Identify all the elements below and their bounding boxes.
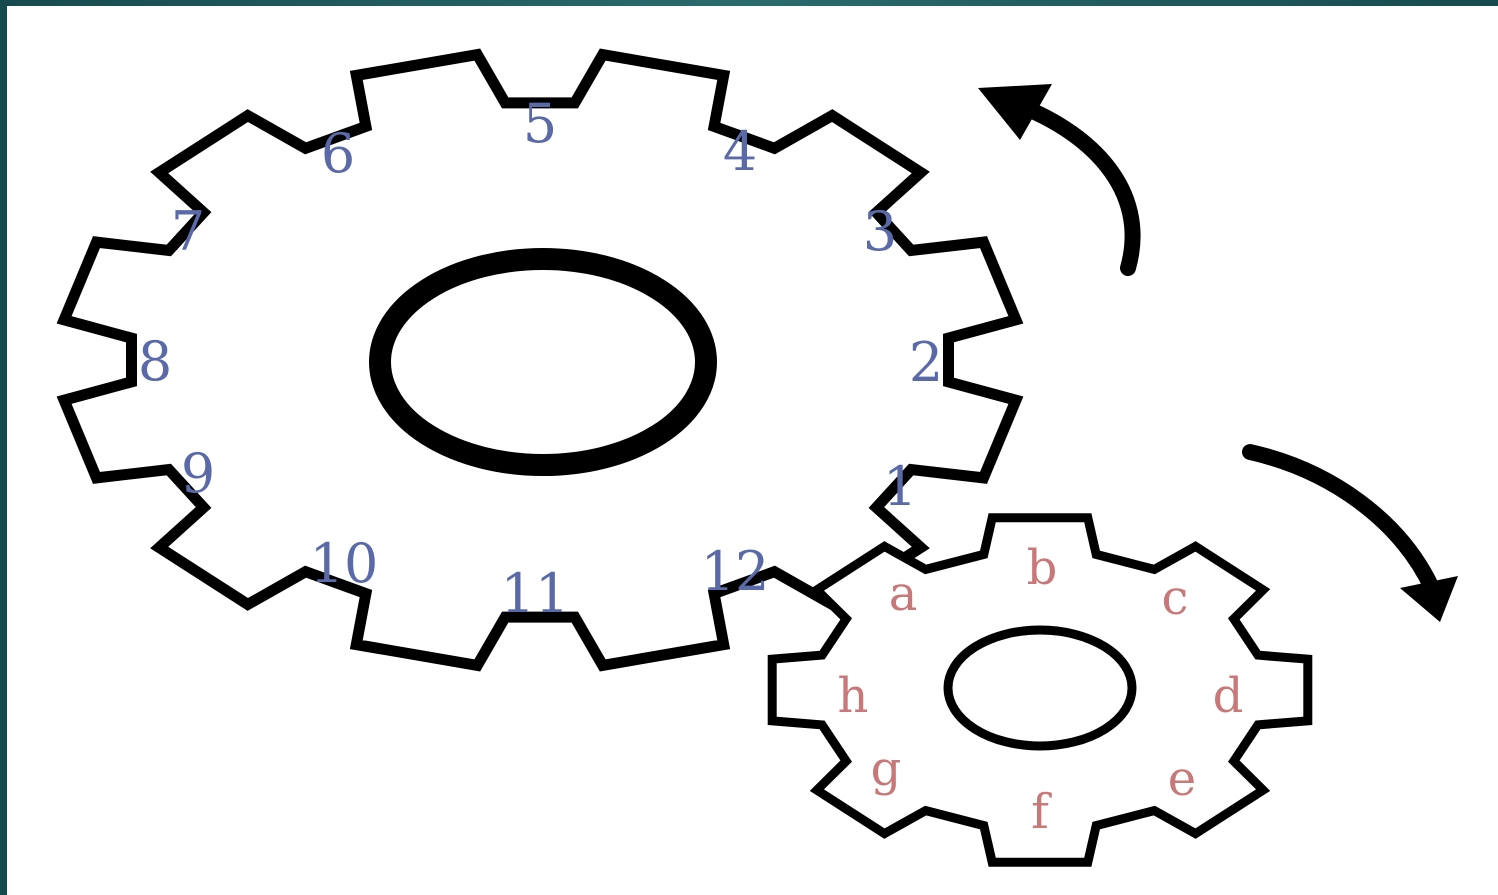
big-gear-label-1: 1 bbox=[883, 455, 917, 518]
small-gear-label-c: c bbox=[1162, 570, 1189, 626]
big-gear-label-8: 8 bbox=[138, 330, 172, 393]
big-gear-label-7: 7 bbox=[171, 200, 205, 263]
arrowhead-icon bbox=[1400, 576, 1458, 622]
big-gear-rotation-arrow bbox=[978, 84, 1133, 268]
small-gear-label-g: g bbox=[871, 741, 902, 797]
big-gear-label-2: 2 bbox=[909, 331, 943, 394]
big-gear-label-9: 9 bbox=[181, 442, 215, 505]
big-gear-label-4: 4 bbox=[723, 120, 757, 183]
big-gear-label-5: 5 bbox=[523, 92, 557, 155]
small-gear-label-a: a bbox=[889, 566, 918, 622]
small-gear-label-d: d bbox=[1213, 668, 1244, 724]
big-gear-label-12: 12 bbox=[701, 540, 770, 603]
big-gear-label-10: 10 bbox=[310, 532, 379, 595]
big-gear-label-6: 6 bbox=[321, 122, 355, 185]
small-gear-label-h: h bbox=[838, 668, 869, 724]
small-gear-rotation-arrow bbox=[1250, 452, 1458, 622]
big-gear-label-3: 3 bbox=[863, 200, 897, 263]
small-gear-label-b: b bbox=[1027, 540, 1058, 596]
small-gear-label-e: e bbox=[1168, 751, 1196, 807]
small-gear: a b c d e f g h bbox=[772, 518, 1308, 863]
big-gear-label-11: 11 bbox=[501, 562, 570, 625]
